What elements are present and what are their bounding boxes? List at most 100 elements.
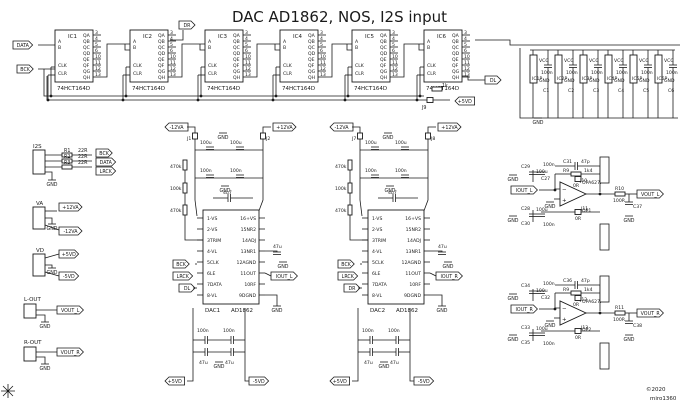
vout-l-port: [56, 305, 84, 315]
pin-label: CLK: [283, 63, 293, 69]
jumper-value: 0R: [575, 216, 582, 222]
pin-label: QA: [380, 33, 388, 39]
wire: [45, 217, 53, 224]
vcc-label: VCC: [614, 58, 624, 64]
pin-number: 6: [464, 48, 467, 54]
ground-label: GND: [218, 135, 229, 141]
ad1862-chip: [367, 209, 425, 305]
wire: [187, 380, 194, 382]
resistor-value: 22R: [78, 148, 88, 154]
net-port-label: BCK: [176, 262, 187, 268]
pin-label: B: [427, 45, 430, 51]
dac-pin-label: 3TRIM: [372, 238, 386, 244]
opamp-input-port: [510, 185, 538, 195]
capacitor-ref: C34: [521, 283, 530, 289]
vd-minus-port: [58, 271, 80, 281]
capacitor-value: 100n: [543, 222, 555, 228]
net-port-label: VOUT_R: [641, 311, 661, 317]
net-port-label: +12VA: [441, 125, 458, 131]
net-port-label: DATA: [100, 160, 113, 166]
chip-ref: IC6: [437, 34, 446, 40]
capacitor-ref: C1: [543, 88, 549, 94]
capacitor-ref: C27: [541, 176, 550, 182]
output-resistor: [614, 191, 626, 197]
dac-pin-label: 14ADJ: [407, 238, 421, 244]
capacitor-value: 100n: [200, 168, 212, 174]
net-port-label: DL: [490, 78, 497, 84]
plus5vd-port: [164, 376, 186, 386]
chip-power-ref: IC4P: [607, 76, 617, 82]
pin-label: A: [355, 39, 359, 45]
noninverting-input-label: +: [562, 198, 567, 204]
opamp-part: OPA627P: [582, 180, 603, 186]
junction-dot: [124, 94, 128, 98]
jumper-ref: J11: [580, 206, 588, 212]
junction-dot: [274, 94, 278, 98]
resistor-value: 470k: [335, 208, 347, 214]
pin-number: 5: [95, 42, 98, 48]
ground-label: GND: [533, 120, 544, 126]
capacitor-value: 47u: [390, 360, 399, 366]
junction-dot: [49, 94, 53, 98]
net-port-label: IOUT_R: [441, 274, 459, 280]
capacitor-value: 100u: [200, 140, 212, 146]
wire: [44, 253, 60, 259]
pos12va-port: [272, 122, 297, 132]
ground-label: GND: [508, 177, 519, 183]
pin-label: QD: [158, 51, 166, 57]
supply-bus: [475, 39, 680, 46]
dac-pin-label: 15NR2: [406, 227, 421, 233]
capacitor-value: 100n: [543, 162, 555, 168]
pin-number: 4: [170, 36, 173, 42]
pin-label: QF: [158, 63, 165, 69]
net-port-label: -5VD: [63, 274, 75, 280]
dac-pin-label: 4-VL: [372, 249, 382, 255]
opamp-part: OPA627P: [582, 299, 603, 305]
pin-number: 10: [392, 54, 398, 60]
dac-pin-label: 12AGND: [402, 260, 422, 266]
i2s-connector: [32, 149, 46, 175]
capacitor-value: 100n: [566, 70, 578, 76]
pin-label: QH: [83, 75, 90, 81]
connector-title: L-OUT: [24, 297, 41, 303]
rail-port: [599, 223, 610, 251]
dac-part: AD1862: [396, 308, 418, 314]
capacitor-value: 100n: [591, 70, 603, 76]
capacitor-ref: C30: [521, 221, 530, 227]
trim-resistor: [182, 204, 188, 216]
capacitor-value: 100n: [223, 328, 235, 334]
pin-number: 12: [320, 66, 326, 72]
pin-number: 12: [95, 66, 101, 72]
decoupling-bank: IC1PVCCGND100nC1IC2PVCCGND100nC2IC3PVCCG…: [519, 48, 678, 126]
pin-number: 13: [392, 72, 398, 78]
pin-number: 11: [95, 60, 101, 66]
ground-label: GND: [47, 270, 58, 276]
pin-label: QB: [380, 39, 387, 45]
capacitor-value: 47u: [273, 244, 282, 250]
chip-ref: IC1: [68, 34, 77, 40]
capacitor-value: 100n: [543, 281, 555, 287]
pin-label: B: [208, 45, 211, 51]
pin-number: 5: [170, 42, 173, 48]
capacitor-ref: C32: [541, 295, 550, 301]
net-port-label: DR: [183, 23, 191, 29]
gnd-label: GND: [664, 78, 675, 84]
dac-ref: DAC1: [205, 308, 220, 314]
pin-label: CLK: [208, 63, 218, 69]
pin-label: QC: [83, 45, 90, 51]
clock-bus: [43, 69, 424, 97]
jumper-ref: J10: [579, 178, 587, 184]
pin-number: 5: [320, 42, 323, 48]
jumper-ref: J12: [579, 297, 587, 303]
pin-label: QD: [233, 51, 241, 57]
capacitor-value: 100u: [536, 207, 548, 213]
capacitor-value: 47u: [438, 244, 447, 250]
chip-part: 74HCT164D: [426, 86, 459, 92]
chip-part: 74HCT164D: [57, 86, 90, 92]
capacitor-ref: C35: [521, 340, 530, 346]
pin-label: B: [283, 45, 286, 51]
resistor-value: 22R: [78, 154, 88, 160]
rail-port: [599, 156, 610, 184]
chain-wire: [176, 43, 205, 78]
ground-label: GND: [385, 188, 396, 194]
